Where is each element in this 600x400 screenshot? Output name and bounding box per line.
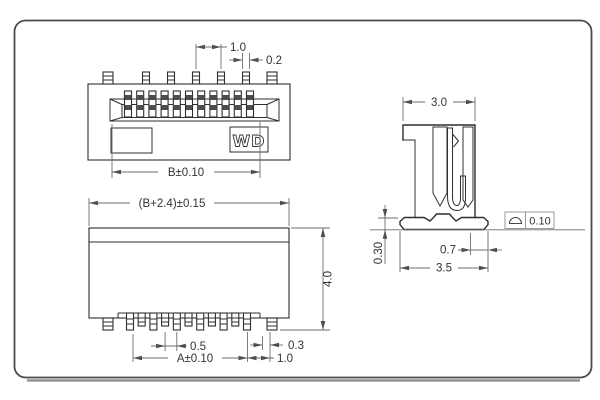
dimension-end-gap: 1.0 xyxy=(247,332,293,365)
dim-label-end-gap: 1.0 xyxy=(277,353,293,365)
contact-terminal xyxy=(447,127,466,212)
dimension-total-depth: 3.5 xyxy=(399,231,488,275)
dim-label-height: 4.0 xyxy=(323,271,335,287)
tolerance-value: 0.10 xyxy=(529,216,550,228)
border-frame xyxy=(13,19,593,382)
dimension-total-width: (B+2.4)±0.15 xyxy=(88,198,290,226)
dim-label-total-width: (B+2.4)±0.15 xyxy=(139,198,206,210)
dim-label-width-a: A±0.10 xyxy=(177,353,213,365)
dim-label-pin-width: 0.2 xyxy=(266,55,282,67)
front-view-body xyxy=(88,227,290,319)
logo-text: WD xyxy=(233,132,266,151)
dim-label-pad-pitch: 0.5 xyxy=(190,341,206,353)
dim-label-body-depth: 3.0 xyxy=(431,97,447,109)
contact-barb xyxy=(452,133,460,148)
side-body-outline xyxy=(402,124,476,219)
top-view-slot xyxy=(109,98,280,122)
tolerance-callout: 0.10 xyxy=(504,211,555,229)
pickup-area xyxy=(110,127,153,154)
dimension-standoff: 0.30 xyxy=(373,205,398,264)
dimension-pad-width: 0.3 xyxy=(250,336,304,352)
front-view: (B+2.4)±0.15 4.0 0.5 A xyxy=(88,198,335,365)
brand-logo: WD xyxy=(229,126,269,153)
dim-label-pad-width: 0.3 xyxy=(288,340,304,352)
top-view: WD 1.0 0.2 B±0. xyxy=(87,42,291,179)
dim-label-total-depth: 3.5 xyxy=(436,263,452,275)
dimension-pin-width: 0.2 xyxy=(229,53,282,69)
dimension-height: 4.0 xyxy=(280,227,335,331)
dimension-width-b: B±0.10 xyxy=(111,122,261,179)
dimension-pin-pitch: 1.0 xyxy=(195,42,246,69)
logo-box xyxy=(229,126,269,153)
dimension-pad-pitch: 0.5 xyxy=(151,332,206,353)
dimension-width-a: A±0.10 xyxy=(132,332,248,365)
dim-label-width-b: B±0.10 xyxy=(168,167,204,179)
side-view: 3.0 0.30 0.7 3.5 xyxy=(370,97,585,275)
section-hatch-left xyxy=(432,126,448,208)
tolerance-frame xyxy=(504,211,555,229)
dim-label-pin-pitch: 1.0 xyxy=(230,42,246,54)
surface-profile-symbol-icon xyxy=(508,216,523,225)
dim-label-standoff: 0.30 xyxy=(373,242,385,264)
dim-label-foot-length: 0.7 xyxy=(440,245,456,257)
dimension-body-depth: 3.0 xyxy=(402,97,476,121)
section-hatch-right xyxy=(462,126,474,208)
top-view-contacts xyxy=(123,90,255,118)
dimension-foot-length: 0.7 xyxy=(440,231,502,272)
